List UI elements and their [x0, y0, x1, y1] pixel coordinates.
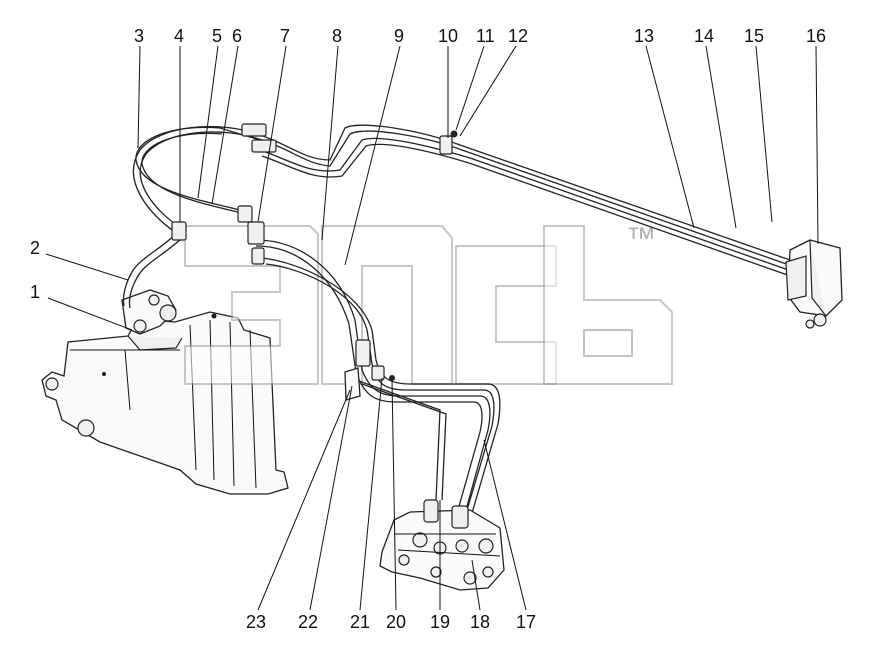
hose-bracket — [344, 367, 361, 401]
leader-lines — [45, 45, 819, 611]
callout-18: 18 — [470, 612, 490, 632]
callout-10: 10 — [438, 26, 458, 46]
callout-15: 15 — [744, 26, 764, 46]
callout-7: 7 — [280, 26, 290, 46]
callout-22: 22 — [298, 612, 318, 632]
tank-hose — [122, 231, 185, 309]
callout-1: 1 — [30, 282, 40, 302]
control-block — [785, 239, 843, 329]
callout-20: 20 — [386, 612, 406, 632]
callout-8: 8 — [332, 26, 342, 46]
callout-3: 3 — [134, 26, 144, 46]
callout-16: 16 — [806, 26, 826, 46]
callout-5: 5 — [212, 26, 222, 46]
callout-6: 6 — [232, 26, 242, 46]
callout-19: 19 — [430, 612, 450, 632]
distributor-valve — [379, 499, 505, 591]
callout-23: 23 — [246, 612, 266, 632]
callout-11: 11 — [476, 26, 495, 46]
callout-labels: 1 2 3 4 5 6 7 8 9 10 11 12 13 14 15 16 1… — [30, 26, 826, 632]
callout-2: 2 — [30, 238, 40, 258]
callout-13: 13 — [634, 26, 654, 46]
callout-4: 4 — [174, 26, 184, 46]
callout-9: 9 — [394, 26, 404, 46]
callout-17: 17 — [516, 612, 536, 632]
callout-12: 12 — [508, 26, 528, 46]
callout-14: 14 — [694, 26, 714, 46]
callout-21: 21 — [350, 612, 370, 632]
